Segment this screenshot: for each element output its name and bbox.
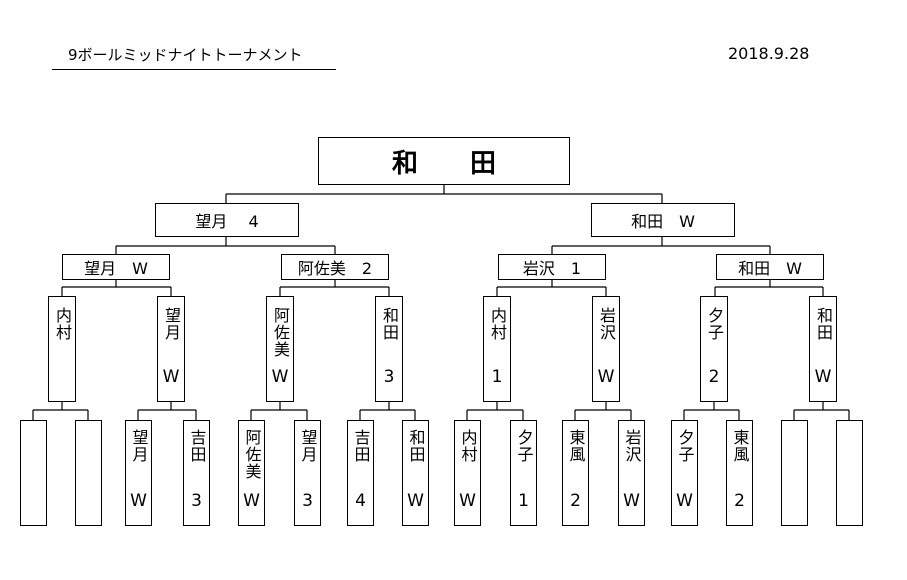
round1-box-0 bbox=[20, 420, 47, 526]
round1-box-11: 岩沢 W bbox=[618, 420, 645, 526]
round2-box-7-score: W bbox=[814, 367, 832, 387]
semifinal-box-0-label: 望月 4 bbox=[195, 212, 259, 231]
round1-box-9-player: 夕子 bbox=[514, 429, 534, 463]
round1-box-5-player: 望月 bbox=[298, 429, 318, 463]
round2-box-1-score: W bbox=[162, 367, 180, 387]
round1-box-15 bbox=[836, 420, 863, 526]
semifinal-box-0: 望月 4 bbox=[155, 203, 299, 237]
round2-box-3-score: 3 bbox=[383, 367, 395, 387]
round1-box-11-player: 岩沢 bbox=[622, 429, 642, 463]
round1-box-4-score: W bbox=[243, 491, 260, 511]
quarterfinal-box-1-label: 阿佐美 2 bbox=[297, 259, 373, 278]
round1-box-7-score: W bbox=[407, 491, 424, 511]
round2-box-0-player: 内村 bbox=[53, 307, 72, 341]
round2-box-5-score: W bbox=[597, 367, 615, 387]
round2-box-2-score: W bbox=[271, 367, 289, 387]
round1-box-2-player: 望月 bbox=[129, 429, 149, 463]
round1-box-12: 夕子 W bbox=[671, 420, 698, 526]
round1-box-5: 望月 3 bbox=[294, 420, 321, 526]
round1-box-9: 夕子 1 bbox=[510, 420, 537, 526]
round1-box-6-player: 吉田 bbox=[351, 429, 371, 463]
round1-box-10: 東風 2 bbox=[562, 420, 589, 526]
round2-box-4: 内村 1 bbox=[483, 296, 511, 402]
round1-box-13-player: 東風 bbox=[730, 429, 750, 463]
round2-box-7-player: 和田 bbox=[814, 307, 833, 341]
round1-box-10-score: 2 bbox=[570, 491, 581, 511]
round2-box-2: 阿佐美 W bbox=[266, 296, 294, 402]
round1-box-3: 吉田 3 bbox=[183, 420, 210, 526]
round1-box-4: 阿佐美 W bbox=[238, 420, 265, 526]
round1-box-13-score: 2 bbox=[734, 491, 745, 511]
tournament-title: 9ボールミッドナイトトーナメント bbox=[68, 46, 303, 64]
round1-box-8-player: 内村 bbox=[458, 429, 478, 463]
round1-box-6-score: 4 bbox=[355, 491, 366, 511]
round1-box-4-player: 阿佐美 bbox=[242, 429, 262, 480]
champion-box-label: 和 田 bbox=[391, 148, 496, 179]
round2-box-4-score: 1 bbox=[491, 367, 503, 387]
round1-box-6: 吉田 4 bbox=[347, 420, 374, 526]
round1-box-2: 望月 W bbox=[125, 420, 152, 526]
round1-box-14 bbox=[781, 420, 808, 526]
round2-box-3-player: 和田 bbox=[380, 307, 399, 341]
round2-box-3: 和田 3 bbox=[375, 296, 403, 402]
quarterfinal-box-1: 阿佐美 2 bbox=[281, 254, 389, 280]
tournament-date: 2018.9.28 bbox=[728, 44, 810, 63]
round2-box-1: 望月 W bbox=[157, 296, 185, 402]
round1-box-12-player: 夕子 bbox=[675, 429, 695, 463]
quarterfinal-box-0-label: 望月 W bbox=[84, 259, 148, 278]
round1-box-5-score: 3 bbox=[302, 491, 313, 511]
quarterfinal-box-0: 望月 W bbox=[62, 254, 170, 280]
round2-box-2-player: 阿佐美 bbox=[271, 307, 290, 358]
quarterfinal-box-2: 岩沢 1 bbox=[498, 254, 606, 280]
round2-box-5-player: 岩沢 bbox=[597, 307, 616, 341]
round1-box-8-score: W bbox=[459, 491, 476, 511]
round2-box-5: 岩沢 W bbox=[592, 296, 620, 402]
quarterfinal-box-3: 和田 W bbox=[716, 254, 824, 280]
round1-box-9-score: 1 bbox=[518, 491, 529, 511]
round2-box-1-player: 望月 bbox=[162, 307, 181, 341]
round1-box-13: 東風 2 bbox=[726, 420, 753, 526]
round1-box-2-score: W bbox=[130, 491, 147, 511]
round2-box-6-player: 夕子 bbox=[705, 307, 724, 341]
round1-box-7: 和田 W bbox=[402, 420, 429, 526]
round2-box-6: 夕子 2 bbox=[700, 296, 728, 402]
round2-box-6-score: 2 bbox=[708, 367, 720, 387]
round2-box-0: 内村 bbox=[48, 296, 76, 402]
round1-box-3-player: 吉田 bbox=[187, 429, 207, 463]
quarterfinal-box-3-label: 和田 W bbox=[738, 259, 802, 278]
round1-box-7-player: 和田 bbox=[406, 429, 426, 463]
round1-box-8: 内村 W bbox=[454, 420, 481, 526]
round1-box-3-score: 3 bbox=[191, 491, 202, 511]
semifinal-box-1: 和田 W bbox=[591, 203, 735, 237]
quarterfinal-box-2-label: 岩沢 1 bbox=[522, 259, 582, 278]
round1-box-12-score: W bbox=[676, 491, 693, 511]
semifinal-box-1-label: 和田 W bbox=[631, 212, 695, 231]
round2-box-7: 和田 W bbox=[809, 296, 837, 402]
champion-box: 和 田 bbox=[318, 137, 570, 185]
round1-box-10-player: 東風 bbox=[566, 429, 586, 463]
title-underline bbox=[52, 69, 336, 70]
round2-box-4-player: 内村 bbox=[488, 307, 507, 341]
round1-box-1 bbox=[75, 420, 102, 526]
round1-box-11-score: W bbox=[623, 491, 640, 511]
